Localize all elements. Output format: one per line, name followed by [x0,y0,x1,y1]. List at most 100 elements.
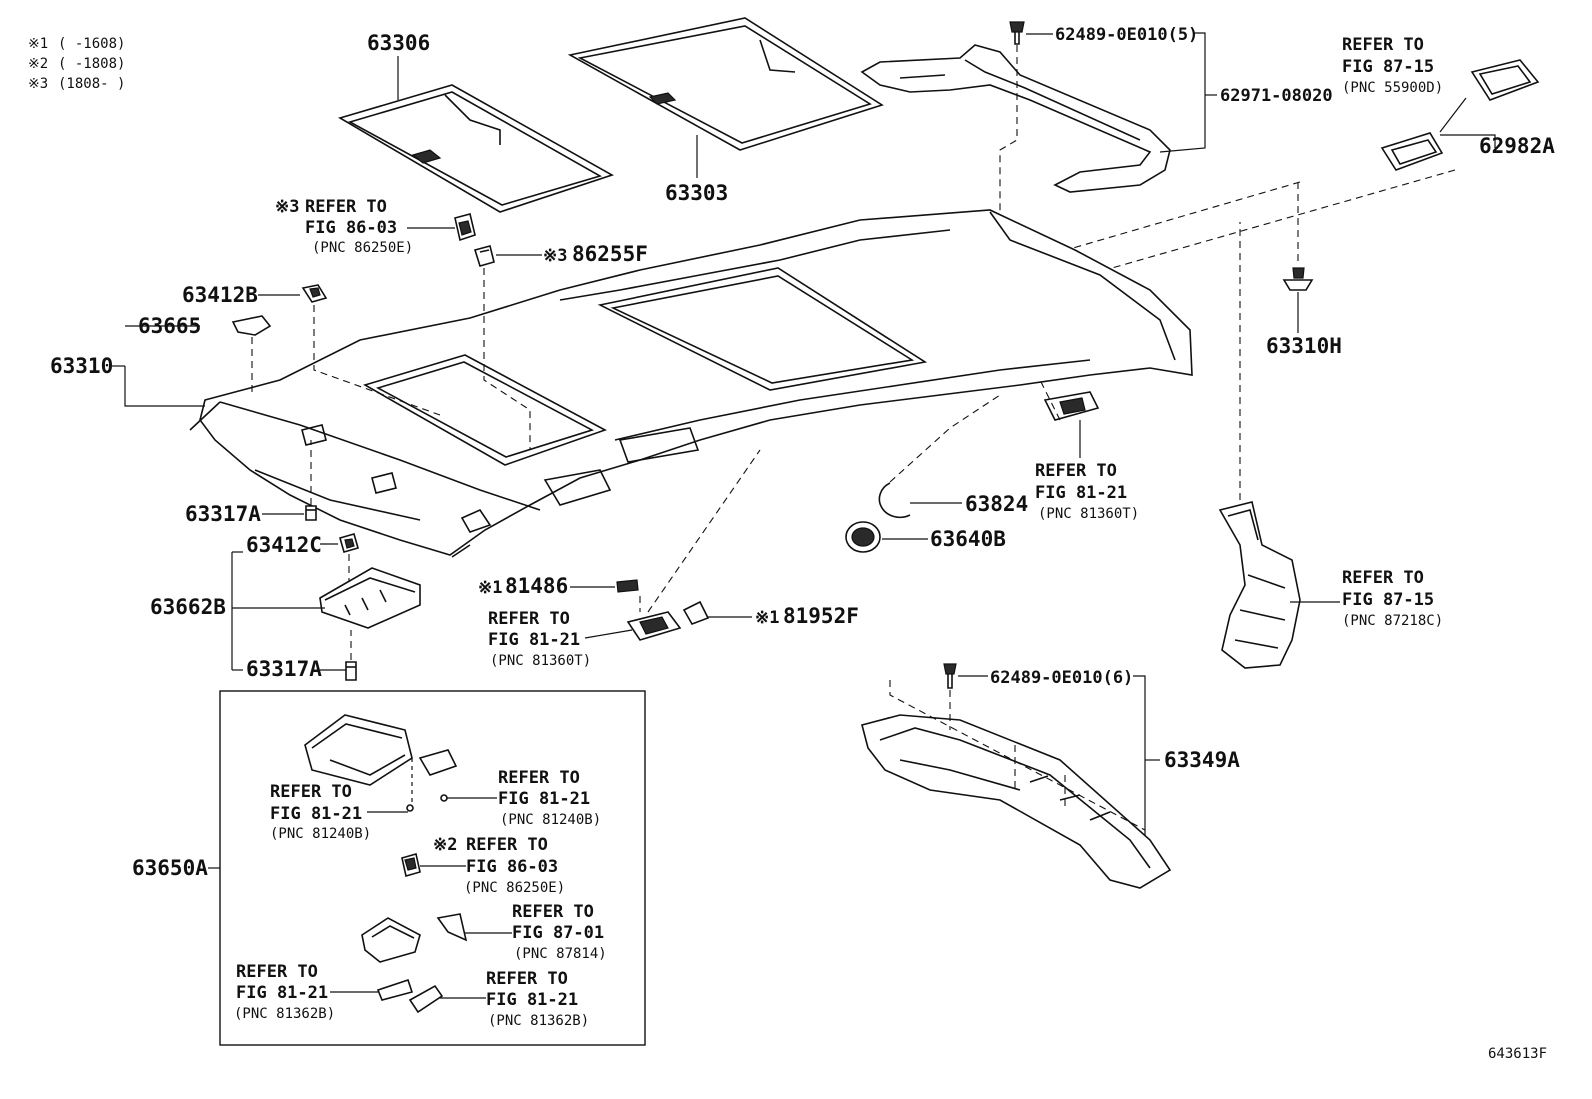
ref-86250E-box-line1: REFER TO [466,835,548,855]
dash-63349A-a [889,680,1146,831]
figure-id: 643613F [1488,1046,1547,1062]
label-81486-mark: ※1 [478,578,502,598]
label-63412B: 63412B [182,283,258,307]
ref-86250E-top-line2: FIG 86-03 [305,218,397,238]
leader-81360T-mid [584,629,633,639]
label-81952F-mark: ※1 [755,608,779,628]
roof-headliner[interactable] [189,209,1193,558]
ref-81362B-left-pnc: (PNC 81362B) [234,1006,335,1022]
bulb-81240B-left[interactable] [406,804,414,812]
rear-trim-63349A[interactable] [861,714,1172,889]
ref-86250E-box-mark: ※2 [433,835,457,855]
lens-81362B-right[interactable] [408,984,444,1014]
dash-63824 [889,394,1001,483]
dash-63349A-c [1014,745,1066,810]
ref-87814-line1: REFER TO [512,902,594,922]
label-62982A: 62982A [1479,134,1555,158]
ref-81240B-right-line2: FIG 81-21 [498,789,590,809]
console-bracket-63662B[interactable] [319,567,421,629]
bracket-62971 [1159,32,1206,153]
ref-81240B-left-line1: REFER TO [270,782,352,802]
dash-86255F [483,268,531,450]
rear-duct-87218C[interactable] [1218,501,1301,669]
screw-63317A-lower[interactable] [345,661,357,681]
label-63310H: 63310H [1266,334,1342,358]
ring-63824[interactable] [878,482,911,519]
ref-86250E-top-line1: REFER TO [305,197,387,217]
label-63665: 63665 [138,314,201,338]
lamp-81360T-right[interactable] [1043,391,1100,421]
ref-86250E-top-pnc: (PNC 86250E) [312,240,413,256]
label-81486: 81486 [505,574,568,598]
clip-63412C[interactable] [339,533,359,553]
ref-81360T-right-line1: REFER TO [1035,461,1117,481]
clip-63310H[interactable] [1282,267,1314,291]
ref-81360T-right-line2: FIG 81-21 [1035,483,1127,503]
sunshade-front[interactable] [338,84,614,213]
clip-62489-top[interactable] [1009,21,1025,45]
note-3-range: (1808- ) [58,76,125,92]
bulb-81486[interactable] [616,579,639,593]
ref-81360T-right-pnc: (PNC 81360T) [1038,506,1139,522]
label-plate-87814[interactable] [436,913,468,942]
lamp-81360T-mid[interactable] [626,611,682,641]
label-63349A: 63349A [1164,748,1240,772]
label-63650A: 63650A [132,856,208,880]
label-63824: 63824 [965,492,1028,516]
ref-55900D-line1: REFER TO [1342,35,1424,55]
ref-55900D-pnc: (PNC 55900D) [1342,80,1443,96]
label-63662B: 63662B [150,595,226,619]
map-lamp-housing[interactable] [304,714,413,786]
roof-air-duct[interactable] [860,44,1171,193]
label-63317A-upper: 63317A [185,502,261,526]
note-2-range: ( -1808) [58,56,125,72]
sunshade-rear[interactable] [567,17,884,151]
ref-81240B-right-pnc: (PNC 81240B) [500,812,601,828]
ref-86250E-box-line2: FIG 86-03 [466,857,558,877]
screw-63317A-upper[interactable] [305,505,317,521]
ref-81360T-mid-pnc: (PNC 81360T) [490,653,591,669]
switch-86250E-box[interactable] [401,852,421,878]
lens-81952F[interactable] [682,600,710,625]
ref-55900D-line2: FIG 87-15 [1342,57,1434,77]
ref-81360T-mid-line1: REFER TO [488,609,570,629]
switch-86250E-top[interactable] [454,213,476,242]
dash-63412B [313,305,441,416]
label-81952F: 81952F [783,604,859,628]
bracket-63349A [1130,675,1146,836]
leader-62982A [1440,134,1496,148]
label-63303: 63303 [665,181,728,205]
ref-81240B-left-pnc: (PNC 81240B) [270,826,371,842]
bulb-81240B-right[interactable] [440,794,448,802]
clip-63412B[interactable] [301,284,328,303]
ref-87218C-pnc: (PNC 87218C) [1342,613,1443,629]
note-1-range: ( -1608) [58,36,125,52]
pad-63665[interactable] [231,315,272,336]
ref-81240B-left-line2: FIG 81-21 [270,804,362,824]
ref-86250E-top-mark: ※3 [275,197,299,217]
label-63306: 63306 [367,31,430,55]
ref-86250E-box-pnc: (PNC 86250E) [464,880,565,896]
dash-81360T-mid [647,449,761,613]
label-86255F-mark: ※3 [543,246,567,266]
ref-81362B-left-line2: FIG 81-21 [236,983,328,1003]
lens-81362B-left[interactable] [376,978,414,1001]
label-62489-5: 62489-0E010(5) [1055,25,1198,45]
note-2-mark: ※2 [28,56,48,72]
roof-vent-62982A[interactable] [1380,59,1540,171]
ref-87814-pnc: (PNC 87814) [514,946,607,962]
socket-81240B[interactable] [418,749,458,776]
leader-55900D [1439,97,1467,133]
ref-81362B-right-line2: FIG 81-21 [486,990,578,1010]
cap-63640B[interactable] [845,521,881,553]
clip-86255F[interactable] [473,245,495,267]
bracket-63310 [124,366,205,407]
lamp-cover-87814-housing[interactable] [361,917,421,963]
ref-81362B-right-pnc: (PNC 81362B) [488,1013,589,1029]
label-62971: 62971-08020 [1220,86,1333,106]
label-63310: 63310 [50,354,113,378]
dash-81360T-right [1039,379,1061,421]
clip-62489-bottom[interactable] [943,663,957,689]
ref-81362B-right-line1: REFER TO [486,969,568,989]
